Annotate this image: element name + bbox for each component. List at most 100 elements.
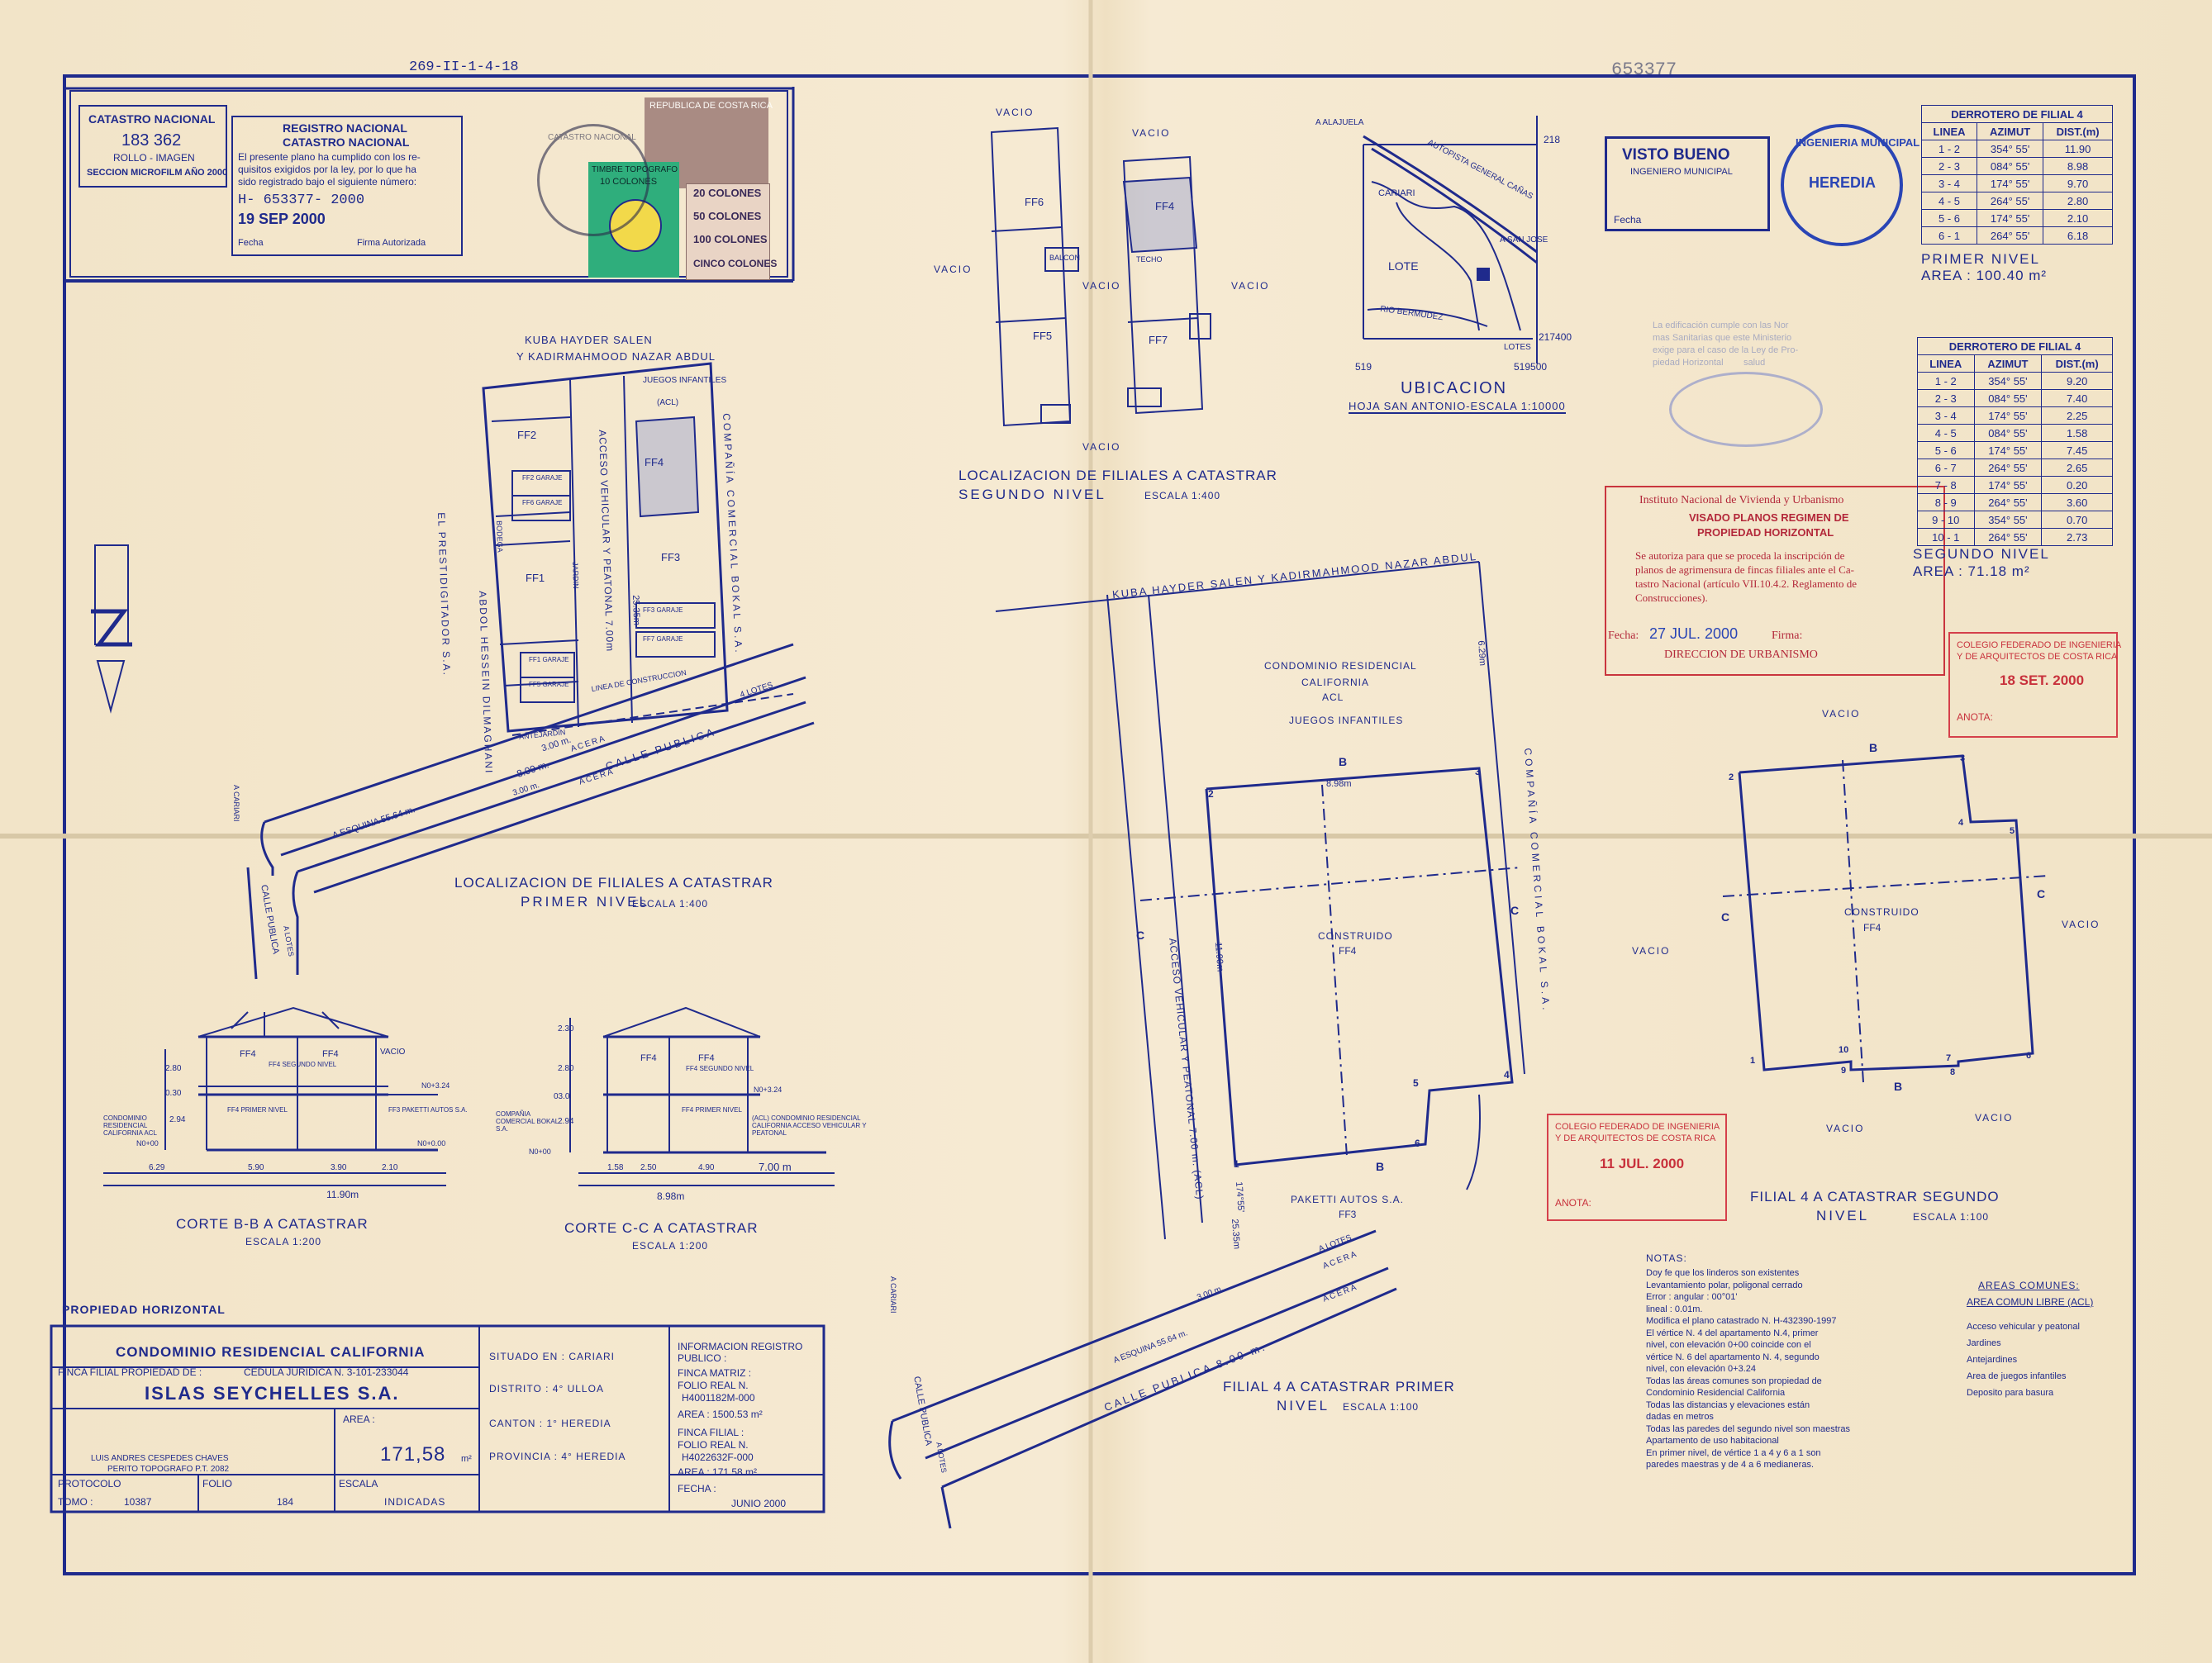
table-cell: 9.70 (2043, 174, 2113, 192)
location-subtitle: HOJA SAN ANTONIO-ESCALA 1:10000 (1349, 400, 1566, 415)
date-value: JUNIO 2000 (731, 1498, 787, 1509)
table-cell: 7 - 8 (1917, 476, 1975, 494)
vacio-label: VACIO (1132, 127, 1171, 139)
stamp-title: CATASTRO NACIONAL (283, 135, 410, 149)
stamp-text: Y DE ARQUITECTOS DE COSTA RICA (1555, 1133, 1716, 1143)
map-coord: 519500 (1514, 361, 1548, 373)
area-label: AREA : 71.18 m² (1913, 563, 2030, 579)
table-cell: 1 - 2 (1917, 372, 1975, 390)
list-item: Jardines (1967, 1338, 2001, 1348)
visto-bueno-stamp: VISTO BUENO INGENIERO MUNICIPAL Fecha (1605, 136, 1770, 231)
table-cell: 1.58 (2041, 424, 2113, 442)
location-title: UBICACION (1401, 379, 1508, 397)
location-field: DISTRITO : 4° ULLOA (489, 1383, 604, 1395)
table-cell: 174° 55' (1977, 174, 2044, 192)
plan-reference: 269-II-1-4-18 (409, 59, 519, 75)
table-cell: 2.25 (2041, 406, 2113, 425)
filial-level1-plan (888, 561, 1525, 1529)
area-label: AREA : (343, 1414, 375, 1425)
section-cc-scale: ESCALA 1:200 (632, 1240, 709, 1252)
width-dim: 1.58 (607, 1163, 624, 1172)
dim-label: 6.29m (1476, 640, 1488, 667)
dim-label: 8.98m (1326, 779, 1352, 789)
stamp-text: PROPIEDAD HORIZONTAL (1697, 526, 1834, 539)
section-marker: B (1339, 755, 1348, 768)
section-cc (569, 1006, 835, 1186)
unit-label: FF2 (517, 429, 537, 441)
invu-visado-stamp: Instituto Nacional de Vivienda y Urbanis… (1605, 486, 1945, 676)
table-cell: 5 - 6 (1920, 209, 1978, 227)
stamp-label: Fecha (238, 238, 264, 248)
table-cell: 2.73 (2041, 528, 2113, 546)
height-dim: 2.94 (558, 1117, 574, 1126)
height-dim: 2.80 (165, 1064, 182, 1073)
vertex-label: 3 (1475, 766, 1481, 777)
table-cell: 084° 55' (1973, 389, 2043, 407)
stamp-sub: INGENIERO MUNICIPAL (1630, 167, 1733, 177)
area-unit: m² (461, 1454, 472, 1464)
table-cell: 7.45 (2041, 441, 2113, 459)
construido-label: CONSTRUIDO (1844, 906, 1919, 918)
height-dim: 2.80 (558, 1064, 574, 1073)
site-plan-level1 (246, 362, 815, 980)
table-title: DERROTERO DE FILIAL 4 (1921, 105, 2113, 123)
registry-label: INFORMACION REGISTRO (678, 1341, 803, 1352)
filial2-title: FILIAL 4 A CATASTRAR SEGUNDO (1750, 1189, 2000, 1204)
width-dim: 7.00 m (759, 1161, 792, 1173)
jardin-label: JARDIN (571, 561, 581, 589)
location-map (1363, 116, 1538, 363)
table-cell: 9.20 (2041, 372, 2113, 390)
section-label: FF4 SEGUNDO NIVEL (686, 1065, 754, 1072)
loc1-level: PRIMER NIVEL (521, 894, 649, 910)
stamp-label: ANOTA: (1555, 1197, 1591, 1209)
table-cell: 354° 55' (1973, 372, 2043, 390)
level-mark: N0+3.24 (421, 1081, 450, 1090)
height-dim: 2.30 (558, 1024, 574, 1033)
list-item: lineal : 0.01m. (1646, 1304, 1703, 1314)
list-item: Deposito para basura (1967, 1388, 2054, 1398)
colegio-date: 11 JUL. 2000 (1600, 1156, 1685, 1171)
filial2-scale: ESCALA 1:100 (1913, 1211, 1990, 1223)
vertex-label: 2 (1208, 788, 1214, 800)
table-cell: 2 - 3 (1920, 157, 1978, 175)
escala-label: ESCALA (339, 1478, 378, 1490)
stamp-text: salud (1743, 358, 1766, 368)
table-cell: 7.40 (2041, 389, 2113, 407)
vertex-label: 5 (2010, 826, 2015, 836)
stamp-text: Y DE ARQUITECTOS DE COSTA RICA (1957, 652, 2118, 662)
stamp-text: La edificación cumple con las Nor (1653, 321, 1789, 330)
dim-label: 25.35m (630, 595, 642, 626)
list-item: Todas las áreas comunes son propiedad de (1646, 1376, 1822, 1386)
section-label: FF4 (698, 1053, 715, 1063)
vertex-label: 6 (1415, 1138, 1420, 1149)
loc2-scale: ESCALA 1:400 (1144, 490, 1221, 501)
unit-label: FF4 (1155, 200, 1175, 212)
unit-label: FF3 (661, 551, 681, 563)
vacio-label: VACIO (1082, 280, 1121, 292)
section-marker: C (1136, 929, 1145, 942)
seal-center: HEREDIA (1809, 174, 1877, 191)
condo-name: CONDOMINIO RESIDENCIAL CALIFORNIA (116, 1344, 426, 1360)
catastro-microfilm-stamp: CATASTRO NACIONAL 183 362 ROLLO - IMAGEN… (78, 105, 227, 188)
width-dim: 4.90 (698, 1163, 715, 1172)
seal-text: INGENIERIA MUNICIPAL (1796, 136, 1920, 149)
table-cell: 2 - 3 (1917, 389, 1975, 407)
section-label: FF4 PRIMER NIVEL (682, 1106, 742, 1114)
registry-value: AREA : 171.58 m² (678, 1466, 758, 1478)
table-cell: 084° 55' (1973, 424, 2043, 442)
loc1-scale: ESCALA 1:400 (632, 898, 709, 910)
vertex-label: 7 (1946, 1053, 1952, 1063)
vertex-label: 2 (1729, 772, 1734, 782)
list-item: nivel, con elevación 0+00 coincide con e… (1646, 1340, 1811, 1350)
table-cell: 8 - 9 (1917, 493, 1975, 511)
table-cell: 3 - 4 (1917, 406, 1975, 425)
vertex-label: 6 (2026, 1051, 2032, 1061)
level-label: SEGUNDO NIVEL (1913, 546, 2050, 562)
